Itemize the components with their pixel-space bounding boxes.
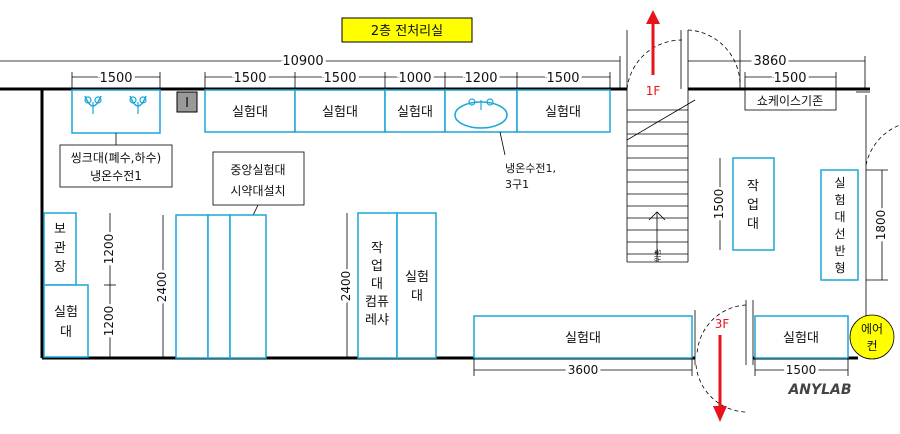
computer-label-5: 레샤 xyxy=(365,313,389,328)
stair-note: 위층 xyxy=(653,249,662,262)
storage-label-3: 장 xyxy=(54,260,66,275)
faucet-note-line1: 냉온수전1, xyxy=(505,162,556,175)
brand-logo: ANYLAB xyxy=(787,382,851,398)
central-note-line1: 중앙실험대 xyxy=(230,163,285,177)
page-title: 2층 전처리실 xyxy=(371,24,443,39)
title-box xyxy=(341,17,473,43)
work-table-label-1: 작 xyxy=(747,179,759,194)
dim-computer: 2400 xyxy=(339,271,353,302)
top-dimension: 10900 3860 xyxy=(0,51,866,90)
central-note: 중앙실험대 시약대설치 xyxy=(212,151,305,233)
dim-bench3: 1000 xyxy=(398,71,431,86)
storage-label-2: 관 xyxy=(54,241,66,256)
floor-up-label: 1F xyxy=(646,84,661,98)
faucet-icon xyxy=(84,95,102,114)
aircon-label-1: 에어 xyxy=(861,322,883,336)
dim-bench1: 1500 xyxy=(233,71,266,86)
dim-far-right: 1800 xyxy=(874,210,888,241)
dim-central: 2400 xyxy=(155,272,169,303)
svg-text:I: I xyxy=(185,96,189,111)
floor-down-label: 3F xyxy=(715,317,730,331)
showcase-label: 쇼케이스기존 xyxy=(757,94,823,108)
bench2-label: 실험대 xyxy=(322,105,358,120)
dim-workbench-right: 1500 xyxy=(712,189,726,220)
dim-bottom-bench: 3600 xyxy=(568,363,599,377)
bottom-bench: 실험대 xyxy=(473,315,693,359)
segment-dimensions: 1500 1500 1500 1000 1200 1500 1500 xyxy=(71,68,837,90)
bottom-door xyxy=(694,300,754,413)
left-bench: 실험 대 xyxy=(43,284,89,358)
dim-showcase: 1500 xyxy=(773,71,806,86)
side-bench-label-1: 실험 xyxy=(405,270,429,285)
central-note-line2: 시약대설치 xyxy=(230,183,285,198)
computer-workbench: 작 업 대 컴퓨 레샤 xyxy=(357,212,398,359)
side-bench: 실험 대 xyxy=(396,212,437,359)
dim-top-right: 3860 xyxy=(753,54,786,69)
dim-bottom-right: 1500 xyxy=(786,363,817,377)
work-table-label-3: 대 xyxy=(747,217,759,232)
aircon-label-2: 컨 xyxy=(866,339,877,353)
basin-icon xyxy=(454,98,508,129)
left-storage: 보 관 장 xyxy=(43,212,77,286)
bottom-right-bench: 실험대 xyxy=(754,315,849,359)
arrow-3f xyxy=(713,335,727,422)
left-bench-label-1: 실험 xyxy=(54,305,78,320)
dim-top-total: 10900 xyxy=(282,54,323,69)
sink-note-line2: 냉온수전1 xyxy=(90,169,142,183)
left-bench-label-2: 대 xyxy=(60,325,72,340)
far-right-label-1: 실 xyxy=(834,176,845,190)
bottom-bench-label: 실험대 xyxy=(565,331,601,346)
pillar-icon: I xyxy=(176,91,198,113)
far-right-label-6: 형 xyxy=(834,261,845,275)
far-right-label-2: 험 xyxy=(834,193,845,207)
computer-label-1: 작 xyxy=(371,241,383,256)
far-right-label-5: 반 xyxy=(834,244,845,258)
dim-bench2: 1500 xyxy=(323,71,356,86)
dim-left-upper: 1200 xyxy=(102,234,116,265)
computer-label-3: 대 xyxy=(371,277,383,292)
faucet-icon xyxy=(129,95,147,114)
dim-sink: 1500 xyxy=(99,71,132,86)
work-table: 작 업 대 xyxy=(732,157,775,251)
right-door-arc xyxy=(865,124,900,166)
bench5-label: 실험대 xyxy=(545,105,581,120)
faucet-note: 냉온수전1, 3구1 xyxy=(499,131,556,191)
sink-note: 씽크대(폐수,하수) 냉온수전1 xyxy=(59,133,173,188)
far-right-bench: 실 험 대 선 반 형 xyxy=(820,169,859,281)
dim-bench4: 1200 xyxy=(464,71,497,86)
dim-bench5: 1500 xyxy=(546,71,579,86)
sink-unit xyxy=(71,89,161,134)
computer-label-4: 컴퓨 xyxy=(365,295,389,310)
aircon: 에어 컨 xyxy=(849,314,895,360)
central-bench xyxy=(175,214,267,359)
side-bench-label-2: 대 xyxy=(411,289,423,304)
faucet-note-line2: 3구1 xyxy=(505,178,529,191)
bench1-label: 실험대 xyxy=(232,105,268,120)
arrow-1f xyxy=(646,10,660,75)
work-table-label-2: 업 xyxy=(747,198,759,213)
showcase-box xyxy=(744,89,837,111)
computer-label-2: 업 xyxy=(371,259,383,274)
top-benches: 실험대 실험대 실험대 실험대 xyxy=(204,89,611,133)
bench3-label: 실험대 xyxy=(397,105,433,120)
stairwell: 위층 xyxy=(626,29,741,263)
storage-label-1: 보 xyxy=(54,222,66,237)
far-right-label-3: 대 xyxy=(834,210,845,224)
left-dimensions: 1200 1200 xyxy=(100,213,119,357)
bottom-right-bench-label: 실험대 xyxy=(783,331,819,346)
far-right-label-4: 선 xyxy=(834,227,845,241)
sink-note-line1: 씽크대(폐수,하수) xyxy=(71,151,161,165)
dim-left-lower: 1200 xyxy=(102,306,116,337)
